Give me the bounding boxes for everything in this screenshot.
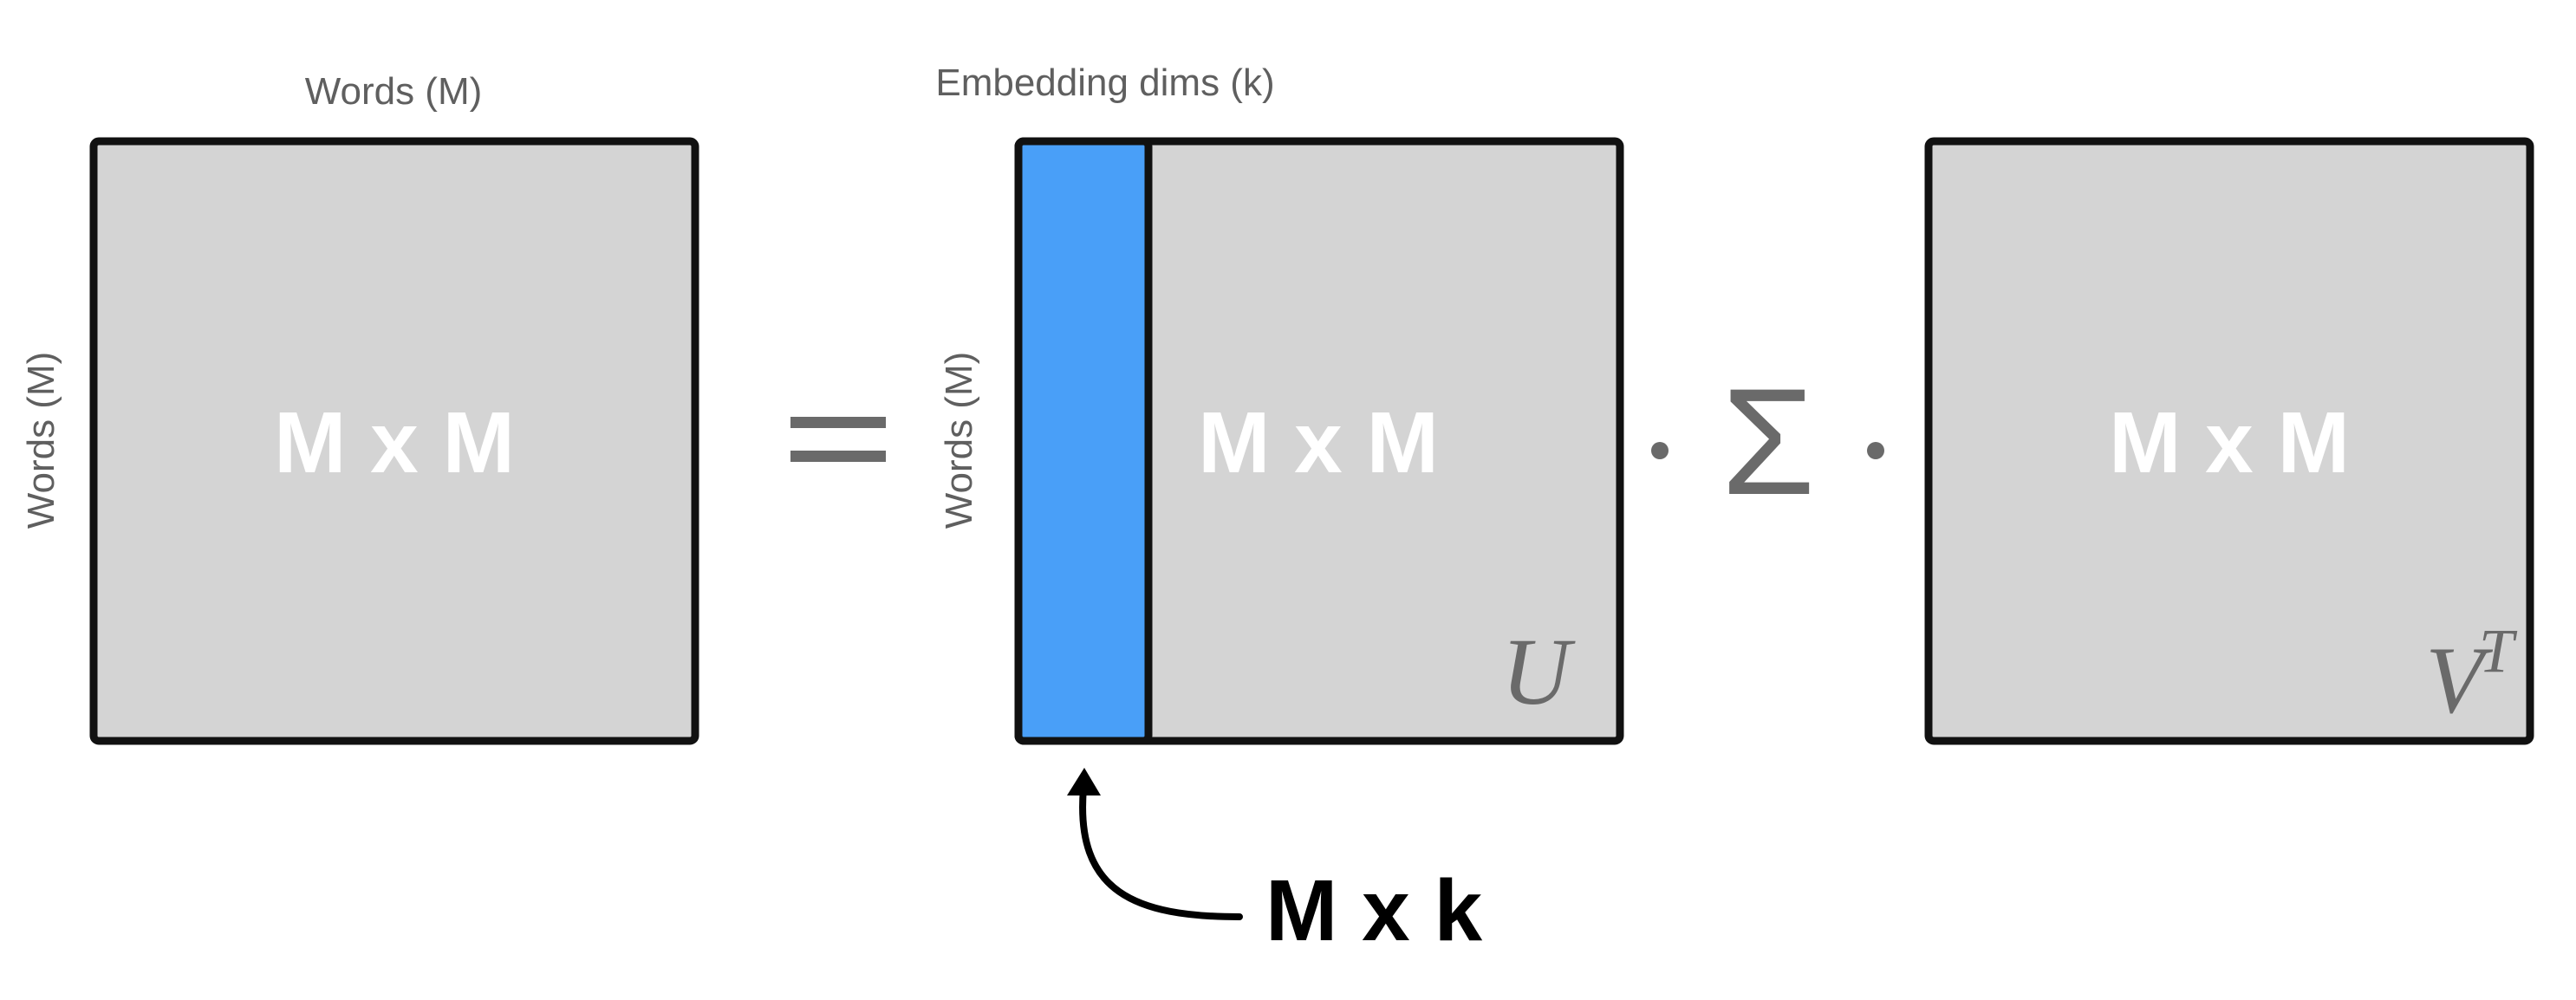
left-matrix-top-label: Words (M) [305,70,483,113]
left-matrix-side-label: Words (M) [20,352,62,529]
left-matrix-dims: M x M [274,394,515,491]
left-matrix-box [89,137,699,745]
u-matrix-side-label: Words (M) [938,352,980,529]
sigma-symbol: Σ [1721,358,1815,527]
u-matrix-symbol: U [1501,619,1576,724]
vt-matrix-dims: M x M [2109,394,2350,491]
callout: M x k [1067,768,1482,959]
dot-operator-2 [1867,442,1884,459]
u-matrix-dims: M x M [1198,394,1439,491]
embedding-column-highlight [1014,137,1153,745]
left-matrix: Words (M) Words (M) M x M [20,70,699,745]
callout-arrow [1079,785,1243,920]
sigma-operator: · Σ · [1651,358,1884,527]
vt-matrix-symbol: V [2425,627,2493,733]
u-matrix-top-label: Embedding dims (k) [935,62,1274,104]
vt-matrix-superscript: T [2479,616,2518,685]
callout-arrowhead [1067,768,1101,795]
callout-label: M x k [1265,862,1482,959]
vt-matrix-box [1924,137,2534,745]
u-matrix: Embedding dims (k) Words (M) M x M U [935,62,1624,745]
equals-sign: = [790,417,886,462]
vt-matrix: M x M V T [1924,137,2534,745]
dot-operator-1 [1651,442,1669,459]
